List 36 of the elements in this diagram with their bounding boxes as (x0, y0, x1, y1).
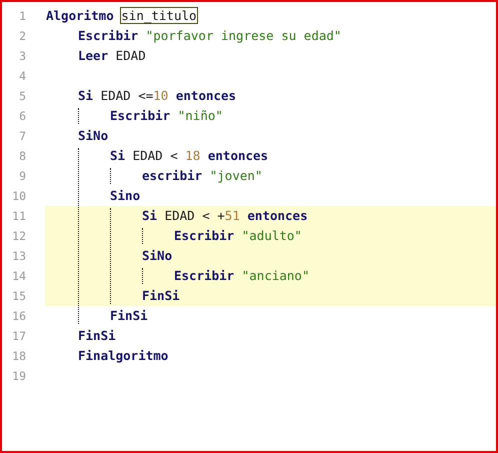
line-number: 4 (18, 68, 26, 85)
code-line: Escribir "niño" (110, 107, 223, 125)
line-number: 16 (11, 308, 26, 325)
code-line: Escribir "anciano" (174, 267, 310, 285)
code-line: Algoritmo sin_titulo (46, 7, 197, 25)
code-line: SiNo (78, 127, 108, 145)
code-line: FinSi (142, 287, 180, 305)
code-line: Finalgoritmo (78, 347, 168, 365)
code-line: Escribir "adulto" (174, 227, 302, 245)
line-number: 17 (11, 328, 26, 345)
line-number: 7 (18, 128, 26, 145)
line-number: 15 (11, 288, 26, 305)
line-number: 1 (18, 8, 26, 25)
code-line: escribir "joven" (142, 167, 262, 185)
line-number: 14 (11, 268, 26, 285)
code-line: FinSi (110, 307, 148, 325)
code-line: Escribir "porfavor ingrese su edad" (78, 27, 342, 45)
code-line: Sino (110, 187, 140, 205)
line-number: 13 (11, 248, 26, 265)
line-number: 5 (18, 88, 26, 105)
code-line: SiNo (142, 247, 172, 265)
line-number: 12 (11, 228, 26, 245)
line-number: 8 (18, 148, 26, 165)
line-number: 3 (18, 48, 26, 65)
line-number: 9 (18, 168, 26, 185)
line-number: 19 (11, 368, 26, 385)
line-number: 2 (18, 28, 26, 45)
code-line: FinSi (78, 327, 116, 345)
line-number: 11 (11, 208, 26, 225)
code-line: Si EDAD < 18 entonces (110, 147, 268, 165)
code-line: Leer EDAD (78, 47, 146, 65)
code-line: Si EDAD <=10 entonces (78, 87, 236, 105)
code-line: Si EDAD < +51 entonces (142, 207, 308, 225)
line-number: 6 (18, 108, 26, 125)
line-number: 18 (11, 348, 26, 365)
line-number: 10 (11, 188, 26, 205)
